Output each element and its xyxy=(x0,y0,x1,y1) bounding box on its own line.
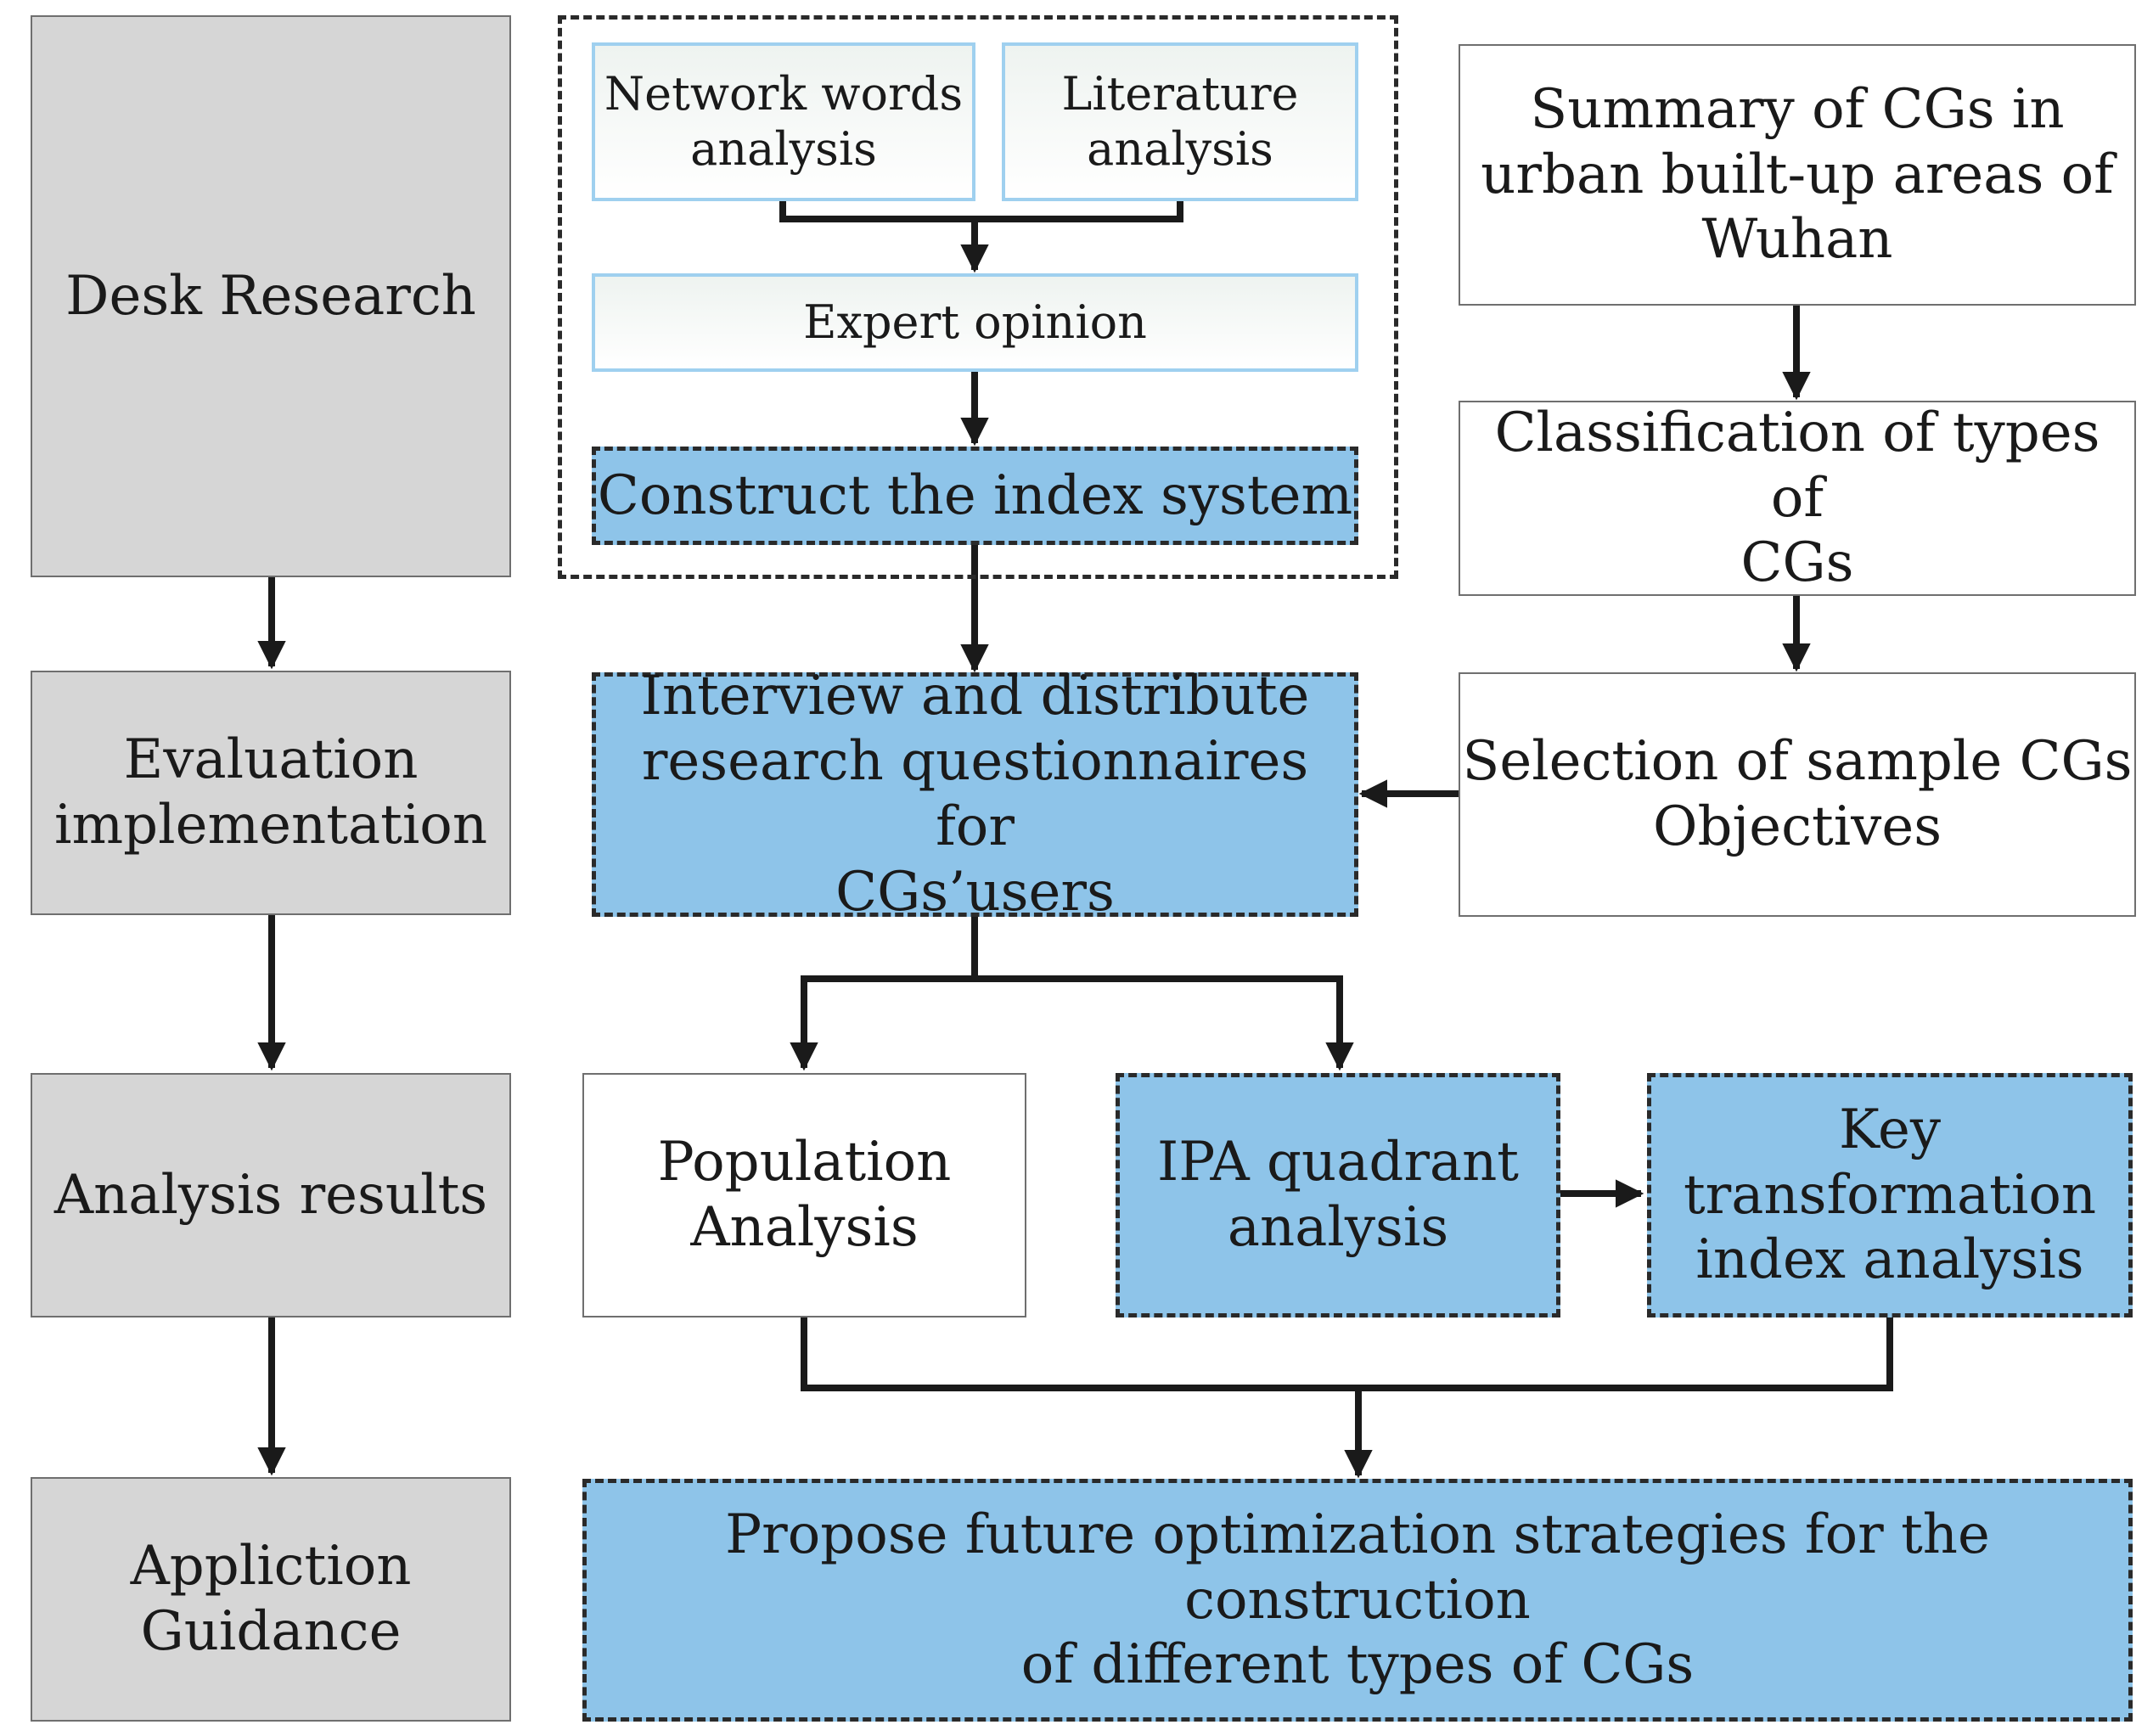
key-transformation-index-box: Key transformation index analysis xyxy=(1647,1073,2133,1317)
interview-questionnaire-box: Interview and distribute research questi… xyxy=(592,665,1358,924)
stage-analysis-results: Analysis results xyxy=(31,1073,511,1317)
arrow-to-ipa xyxy=(975,975,1354,1071)
construct-index-system-box: Construct the index system xyxy=(592,447,1358,545)
literature-analysis-box: Literature analysis xyxy=(1002,42,1358,201)
expert-opinion-box: Expert opinion xyxy=(592,273,1358,372)
summary-cgs-box: Summary of CGs in urban built-up areas o… xyxy=(1459,44,2136,306)
propose-strategies-box: Propose future optimization strategies f… xyxy=(582,1479,2133,1722)
classification-types-box: Classification of types of CGs xyxy=(1459,401,2136,596)
desk-research-group xyxy=(558,15,1398,579)
population-analysis-box: Population Analysis xyxy=(582,1073,1026,1317)
selection-sample-box: Selection of sample CGs Objectives xyxy=(1459,672,2136,917)
connector-results-merge xyxy=(801,1316,1893,1391)
network-words-analysis-box: Network words analysis xyxy=(592,42,975,201)
stage-application-guidance: Appliction Guidance xyxy=(31,1477,511,1722)
stage-desk-research: Desk Research xyxy=(31,15,511,577)
connector-interview-split xyxy=(790,915,978,1071)
ipa-quadrant-analysis-box: IPA quadrant analysis xyxy=(1116,1073,1560,1317)
stage-evaluation-implementation: Evaluation implementation xyxy=(31,671,511,915)
connector-network-literature xyxy=(779,199,1183,222)
